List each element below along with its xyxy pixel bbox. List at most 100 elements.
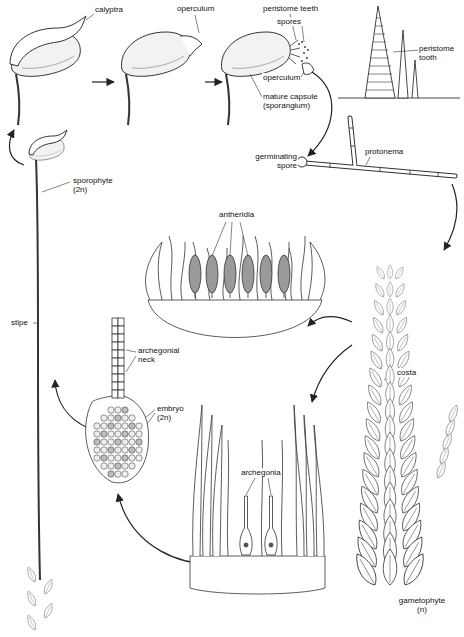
sporophyte-plant-part bbox=[36, 158, 40, 580]
open-capsule-part bbox=[289, 40, 300, 64]
peristome-tooth-inset-part bbox=[412, 60, 418, 98]
sporophyte-plant-part-part bbox=[25, 590, 37, 607]
gametophyte-shoot-part bbox=[394, 265, 406, 280]
protonema-filament-part bbox=[330, 128, 438, 177]
archegonium-with-embryo-part bbox=[94, 439, 100, 445]
leader-lines-part bbox=[393, 50, 420, 52]
archegonial-head-part bbox=[304, 415, 314, 556]
archegonium-with-embryo-part bbox=[122, 447, 128, 453]
archegonium-with-embryo-part bbox=[94, 431, 100, 437]
antheridial-head bbox=[146, 236, 325, 338]
archegonium-with-embryo-part bbox=[108, 431, 114, 437]
part-label: antheridia bbox=[218, 210, 255, 219]
leader-lines-part bbox=[246, 478, 271, 495]
gametophyte-shoot bbox=[351, 265, 460, 589]
part-label: archegonial neck bbox=[137, 346, 187, 365]
antheridial-head-part bbox=[189, 255, 201, 293]
capsule-with-operculum bbox=[121, 32, 202, 125]
archegonium-with-embryo-part bbox=[129, 447, 135, 453]
gametophyte-shoot-part bbox=[373, 282, 386, 298]
leader-lines-part bbox=[301, 72, 304, 77]
archegonium-with-embryo-part bbox=[118, 342, 124, 350]
peristome-tooth-inset-part bbox=[365, 6, 395, 98]
archegonium-with-embryo-part bbox=[118, 358, 124, 366]
gametophyte-shoot-part bbox=[395, 316, 410, 335]
archegonium-with-embryo-part bbox=[101, 423, 107, 429]
stage-arrows-part bbox=[92, 81, 114, 82]
stage-arrows-part bbox=[308, 317, 352, 326]
archegonial-head-part bbox=[203, 415, 212, 556]
leader-lines-part bbox=[86, 14, 94, 20]
archegonium-with-embryo-part bbox=[115, 463, 121, 469]
archegonium-with-embryo-part bbox=[94, 455, 100, 461]
archegonial-head-part bbox=[281, 440, 282, 556]
antheridial-head-part bbox=[146, 242, 162, 300]
antheridial-head-part bbox=[260, 255, 272, 293]
protonema-filament-part bbox=[305, 118, 455, 176]
gametophyte-shoot-part bbox=[369, 332, 385, 352]
archegonium-with-embryo-part bbox=[108, 471, 114, 477]
gametophyte-shoot-part bbox=[387, 298, 393, 315]
archegonium-with-embryo-part bbox=[115, 431, 121, 437]
archegonium-with-embryo-part bbox=[101, 431, 107, 437]
archegonium-with-embryo-part bbox=[112, 374, 118, 382]
stage-arrows-part bbox=[312, 345, 352, 402]
capsule-with-calyptra-part bbox=[16, 74, 19, 125]
gametophyte-shoot-part bbox=[387, 315, 394, 333]
archegonium-with-embryo-part bbox=[112, 382, 118, 390]
archegonium-with-embryo-part bbox=[118, 374, 124, 382]
leader-lines-part bbox=[302, 26, 304, 42]
archegonial-head-part bbox=[240, 496, 252, 555]
part-label: peristome tooth bbox=[418, 44, 460, 63]
peristome-tooth-inset-part bbox=[366, 18, 394, 90]
gametophyte-shoot-part bbox=[394, 282, 407, 298]
archegonium-with-embryo-part bbox=[118, 334, 124, 342]
open-capsule-part bbox=[221, 32, 290, 76]
antheridial-head-part bbox=[242, 255, 254, 293]
archegonium-with-embryo-part bbox=[112, 358, 118, 366]
archegonium-with-embryo-part bbox=[108, 447, 114, 453]
stage-arrows-part bbox=[9, 130, 24, 165]
archegonium-with-embryo-part bbox=[136, 423, 142, 429]
archegonium-with-embryo-part bbox=[122, 423, 128, 429]
stage-arrows-part bbox=[444, 184, 457, 250]
archegonium-with-embryo-part bbox=[129, 423, 135, 429]
stage-arrows bbox=[9, 72, 457, 564]
gametophyte-shoot-part bbox=[371, 316, 386, 335]
archegonium-with-embryo-part bbox=[101, 439, 107, 445]
open-capsule-part-part bbox=[301, 41, 303, 43]
part-label: costa bbox=[396, 368, 417, 377]
part-label: archegonia bbox=[240, 468, 282, 477]
archegonium-with-embryo-part bbox=[122, 471, 128, 477]
gametophyte-shoot-part bbox=[375, 265, 387, 280]
open-capsule-part-part bbox=[304, 46, 306, 48]
antheridial-head-part bbox=[206, 255, 218, 293]
archegonium-with-embryo-part bbox=[118, 366, 124, 374]
gametophyte-shoot-part bbox=[383, 549, 397, 585]
leader-lines-part bbox=[42, 182, 70, 192]
sporophyte-plant bbox=[25, 130, 67, 631]
gametophyte-shoot-part bbox=[399, 550, 429, 588]
archegonium-with-embryo-part bbox=[136, 431, 142, 437]
part-label: peristome teeth bbox=[262, 4, 319, 13]
archegonium-with-embryo-part bbox=[129, 415, 135, 421]
archegonium-with-embryo-part bbox=[136, 447, 142, 453]
open-capsule-part bbox=[226, 74, 229, 125]
sporophyte-plant-part-part bbox=[25, 566, 37, 583]
archegonium-with-embryo-part bbox=[118, 318, 124, 326]
sporophyte-plant-part bbox=[29, 130, 67, 160]
part-label: protonema bbox=[364, 147, 404, 156]
gametophyte-shoot-part bbox=[351, 550, 381, 588]
leader-lines-part bbox=[250, 74, 262, 97]
archegonium-with-embryo-part bbox=[112, 366, 118, 374]
archegonium-with-embryo-part bbox=[112, 326, 118, 334]
archegonium-with-embryo-part bbox=[118, 390, 124, 398]
sporophyte-plant-part-part bbox=[29, 130, 67, 155]
open-capsule-part-part bbox=[301, 60, 303, 62]
peristome-tooth-inset-part bbox=[398, 30, 408, 98]
archegonial-head-part bbox=[265, 496, 277, 555]
capsule-with-operculum-part bbox=[126, 74, 129, 125]
archegonium-with-embryo-part bbox=[115, 415, 121, 421]
archegonium-with-embryo-part bbox=[122, 415, 128, 421]
